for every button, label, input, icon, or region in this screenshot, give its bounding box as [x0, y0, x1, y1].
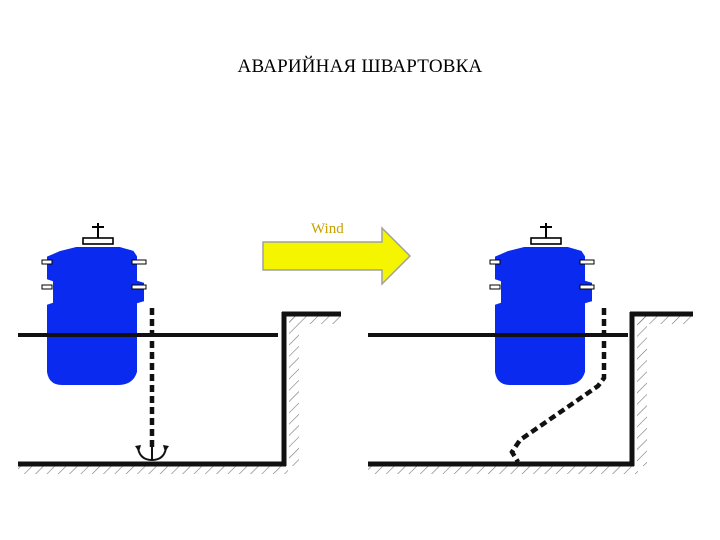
diagram-title: АВАРИЙНАЯ ШВАРТОВКА	[237, 56, 483, 77]
scene-left-anchored	[18, 223, 341, 474]
wind-arrow: Wind	[262, 221, 412, 286]
hull-left	[45, 245, 146, 387]
hull-step-right-a	[489, 259, 501, 265]
wind-label: Wind	[311, 221, 344, 237]
hull-step-left-b	[41, 284, 53, 290]
hull-step-right-b	[489, 284, 501, 290]
anchor-icon	[135, 445, 169, 462]
hull-step-left-d	[131, 284, 147, 290]
hull-step-right-d	[579, 284, 595, 290]
hull-step-left-a	[41, 259, 53, 265]
wind-arrow-shape	[262, 226, 412, 286]
ship-left	[41, 223, 147, 387]
bridge-top-left	[82, 237, 114, 245]
quay-right	[368, 311, 693, 474]
anchor-chain-right	[509, 308, 607, 464]
quay-wall-hatch-right	[637, 316, 647, 466]
quay-left	[18, 311, 341, 474]
quay-top-hatch-left	[289, 316, 341, 324]
hull-right	[493, 245, 594, 387]
seabed-hatch-left	[18, 466, 288, 474]
hull-step-left-c	[131, 259, 147, 265]
quay-top-hatch-right	[637, 316, 693, 324]
hull-step-right-c	[579, 259, 595, 265]
bridge-top-right	[530, 237, 562, 245]
scene-right-drifted	[368, 223, 693, 474]
ship-right	[489, 223, 595, 387]
seabed-hatch-right	[368, 466, 638, 474]
quay-wall-hatch-left	[289, 316, 299, 466]
